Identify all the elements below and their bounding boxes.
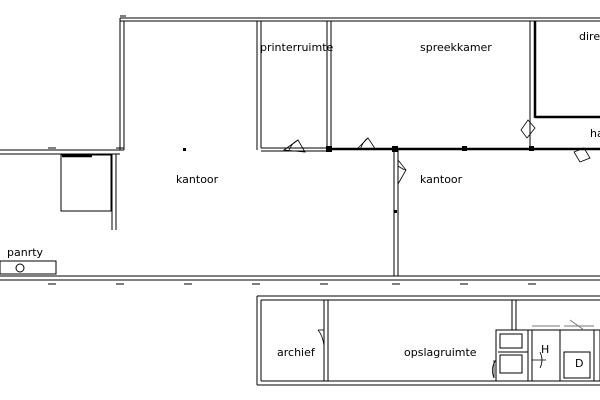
toilet-fixture-icon	[499, 354, 523, 374]
lower-block-walls	[256, 295, 600, 386]
archief-door	[317, 329, 325, 347]
room-label-kantoor-east: kantoor	[420, 173, 463, 186]
pantry-area	[0, 154, 112, 275]
wall-ticks	[48, 15, 536, 285]
opslag-door	[492, 359, 497, 379]
upper-outer-walls	[0, 17, 600, 281]
room-label-directie: dire	[579, 30, 600, 43]
room-label-spreekkamer: spreekkamer	[420, 41, 492, 54]
room-label-toilet-d: D	[575, 357, 583, 370]
toilet-block	[495, 319, 600, 382]
room-label-opslagruimte: opslagruimte	[404, 346, 477, 359]
column-markers	[183, 146, 534, 213]
toilet-fixture-icon	[499, 333, 523, 349]
room-label-kantoor-west: kantoor	[176, 173, 219, 186]
room-label-printerruimte: printerruimte	[260, 41, 334, 54]
room-label-archief: archief	[277, 346, 316, 359]
doors-upper	[282, 119, 591, 185]
room-label-toilet-h: H	[541, 343, 549, 356]
toilet-fixture-icon	[563, 351, 591, 379]
sink-icon	[15, 263, 25, 273]
room-label-pantry: panrty	[7, 246, 44, 259]
room-label-hal: ha	[590, 127, 600, 140]
